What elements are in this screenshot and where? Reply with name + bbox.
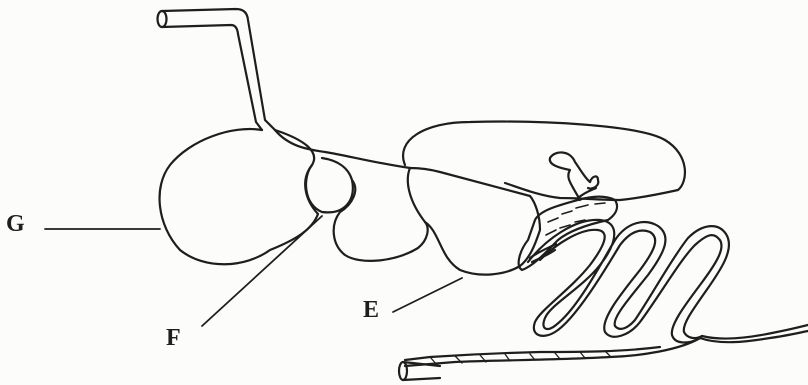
crop-connector (275, 130, 410, 168)
hindgut-rectum (399, 325, 808, 380)
label-e: E (363, 298, 379, 322)
small-duct (550, 152, 599, 200)
label-g: G (6, 212, 25, 236)
label-f: F (166, 326, 181, 350)
junction-mass (519, 197, 617, 270)
crop-g (160, 129, 318, 264)
pointer-lines (45, 216, 462, 326)
oesophagus (158, 9, 276, 130)
dorsal-gland (403, 122, 685, 200)
pointer-e (393, 278, 462, 312)
gizzard-f (306, 158, 353, 212)
pointer-f (202, 216, 322, 326)
coiled-intestine (528, 220, 729, 343)
